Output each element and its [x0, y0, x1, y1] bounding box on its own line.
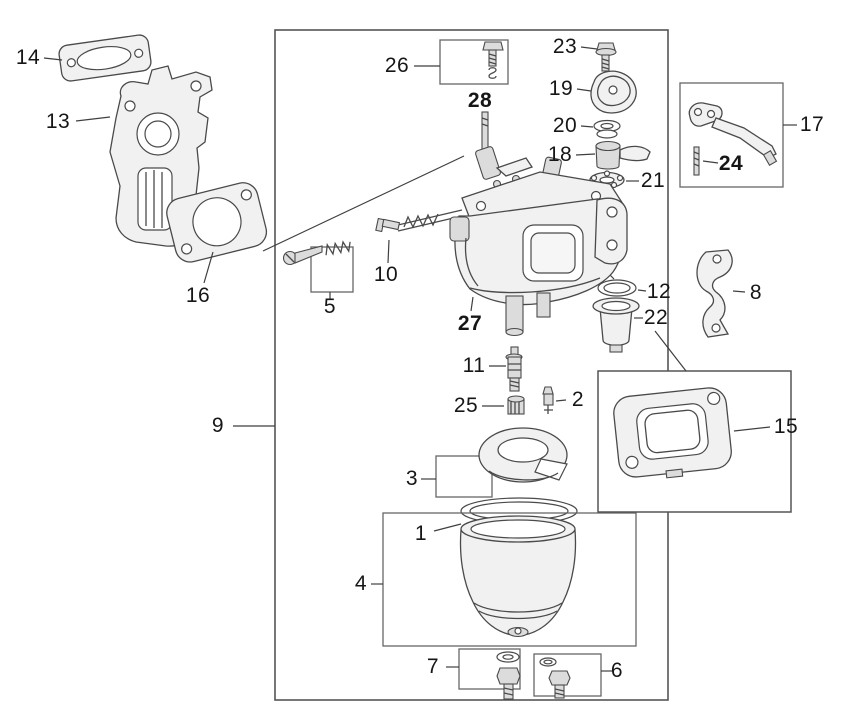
part-label-3: 3	[405, 467, 419, 490]
part-label-7: 7	[426, 655, 440, 678]
part-15-gasket	[613, 387, 732, 479]
callout-box-7	[458, 648, 521, 690]
part-label-27: 27	[457, 312, 483, 335]
part-14-gasket	[58, 34, 152, 82]
part-label-10: 10	[373, 263, 399, 286]
part-18-valve-cup	[595, 140, 651, 170]
part-16-gasket	[166, 182, 268, 263]
part-label-2: 2	[571, 388, 585, 411]
part-label-16: 16	[185, 284, 211, 307]
part-label-11: 11	[462, 354, 486, 377]
part-label-15: 15	[773, 415, 799, 438]
part-6-drain-screw	[539, 657, 571, 699]
leader-lines	[43, 46, 797, 672]
part-8-lever	[696, 249, 733, 338]
part-label-22: 22	[643, 306, 669, 329]
enclosure-box-9	[274, 29, 669, 701]
part-label-25: 25	[453, 394, 479, 417]
part-label-13: 13	[45, 110, 71, 133]
part-25-jet	[507, 395, 525, 415]
callout-box-3	[435, 455, 493, 498]
part-label-5: 5	[323, 295, 337, 318]
part-label-21: 21	[640, 169, 666, 192]
part-19-cover	[590, 70, 637, 114]
part-26-screw	[482, 41, 504, 79]
part-11-nozzle	[505, 346, 523, 392]
part-label-12: 12	[646, 280, 672, 303]
part-7-drain-bolt	[496, 651, 521, 700]
part-label-24: 24	[718, 152, 744, 175]
part-label-6: 6	[610, 659, 624, 682]
part-27-carburetor-body	[449, 146, 628, 337]
part-12-o-ring	[597, 279, 637, 297]
part-24-pin	[693, 146, 700, 176]
part-17-choke-rod	[688, 102, 778, 166]
callout-box-17	[679, 82, 784, 188]
part-label-26: 26	[384, 54, 410, 77]
part-22-cup	[592, 297, 640, 353]
callout-box-4	[382, 512, 637, 647]
part-label-8: 8	[749, 281, 763, 304]
part-23-bolt	[595, 42, 617, 72]
part-label-23: 23	[552, 35, 578, 58]
part-label-9: 9	[211, 414, 225, 437]
part-label-4: 4	[354, 572, 368, 595]
part-2-float-valve	[542, 386, 554, 414]
part-label-19: 19	[548, 77, 574, 100]
part-3-float	[478, 427, 568, 483]
part-10-screw	[375, 217, 401, 233]
part-4-float-bowl	[459, 515, 577, 638]
part-20-washer	[593, 119, 621, 139]
part-label-1: 1	[414, 522, 428, 545]
part-label-14: 14	[15, 46, 41, 69]
callout-box-5	[310, 246, 354, 293]
part-5-pilot-screw	[282, 240, 351, 266]
part-label-20: 20	[552, 114, 578, 137]
part-label-17: 17	[799, 113, 825, 136]
callout-box-26	[439, 39, 509, 85]
callout-box-6	[533, 653, 602, 697]
part-label-28: 28	[467, 89, 493, 112]
part-label-18: 18	[547, 143, 573, 166]
